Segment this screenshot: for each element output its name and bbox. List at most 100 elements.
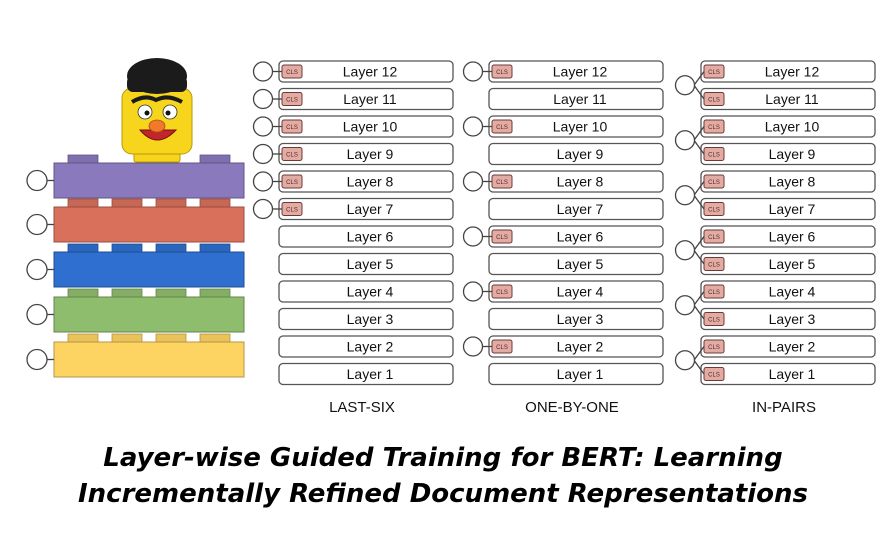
- lego-stud: [111, 333, 143, 343]
- cls-token-label: CLS: [708, 263, 720, 269]
- layer-label: Layer 11: [343, 91, 397, 107]
- layer-label: Layer 1: [557, 366, 604, 382]
- lego-brick-stack: [26, 154, 245, 378]
- layer-label: Layer 2: [769, 339, 816, 355]
- output-circle: [674, 185, 696, 206]
- cls-token-label: CLS: [708, 373, 720, 379]
- layer-label: Layer 10: [553, 119, 608, 135]
- output-circle: [462, 226, 484, 247]
- layer-box: [700, 252, 876, 276]
- layer-box: [700, 307, 876, 331]
- brick-output-circle: [26, 169, 48, 192]
- lego-brick-body: [53, 296, 245, 333]
- layer-label: Layer 7: [347, 201, 394, 217]
- pair-connector: [674, 181, 705, 210]
- layer-box: [700, 115, 876, 138]
- output-circle: [462, 61, 484, 82]
- layer-box-group: Layer 6: [278, 225, 454, 248]
- layer-box: [700, 280, 876, 303]
- layer-label: Layer 9: [347, 146, 394, 162]
- cls-token-label: CLS: [708, 290, 720, 296]
- lego-pupil-right: [165, 110, 171, 116]
- lego-stud: [67, 243, 99, 253]
- layer-box-group: Layer 7: [488, 197, 664, 221]
- output-circle: [252, 116, 274, 137]
- layer-label: Layer 11: [765, 91, 819, 107]
- output-circle: [252, 143, 274, 165]
- cls-token-label: CLS: [496, 345, 508, 351]
- output-circle: [462, 336, 484, 357]
- lego-brick-body: [53, 206, 245, 243]
- pair-line: [693, 71, 705, 86]
- cls-token-label: CLS: [286, 208, 298, 214]
- layer-box-group: Layer 2: [278, 335, 454, 358]
- lego-brick: [26, 243, 245, 288]
- lego-stud: [199, 198, 231, 208]
- layer-box: [278, 252, 454, 276]
- cls-token-label: CLS: [708, 125, 720, 131]
- layer-box-group: Layer 11: [488, 87, 664, 111]
- pair-line: [693, 291, 705, 306]
- layer-label: Layer 6: [557, 229, 604, 245]
- layer-box: [700, 225, 876, 248]
- cls-token-label: CLS: [496, 235, 508, 241]
- layer-label: Layer 12: [765, 64, 820, 80]
- layer-label: Layer 5: [769, 256, 816, 272]
- cls-token-label: CLS: [708, 208, 720, 214]
- layer-box: [700, 60, 876, 83]
- output-circle: [252, 198, 274, 220]
- pair-line: [693, 359, 705, 375]
- pair-line: [693, 84, 705, 100]
- brick-output-circle: [26, 213, 48, 236]
- layer-label: Layer 7: [557, 201, 604, 217]
- lego-stud: [67, 333, 99, 343]
- lego-stud: [155, 243, 187, 253]
- brick-output-circle: [26, 258, 48, 281]
- lego-brick-body: [53, 251, 245, 288]
- lego-stud: [111, 288, 143, 298]
- layer-box: [278, 307, 454, 331]
- layer-box-group: Layer 11 CLS: [700, 87, 876, 111]
- cls-token-label: CLS: [496, 70, 508, 76]
- layer-label: Layer 4: [347, 284, 394, 300]
- layer-label: Layer 3: [557, 311, 604, 327]
- pair-connector: [674, 346, 705, 375]
- pair-line: [693, 304, 705, 320]
- layer-box: [700, 362, 876, 386]
- pair-line: [693, 139, 705, 155]
- pair-line: [693, 126, 705, 141]
- output-circle: [462, 281, 484, 302]
- cls-token-label: CLS: [286, 125, 298, 131]
- lego-stud: [199, 288, 231, 298]
- layer-box-group: Layer 5: [278, 252, 454, 276]
- cls-token-label: CLS: [286, 180, 298, 186]
- layer-box: [488, 307, 664, 331]
- output-circle: [674, 295, 696, 316]
- lego-eyebrow: [130, 95, 183, 104]
- layer-box-group: Layer 1: [488, 362, 664, 386]
- layer-box: [700, 197, 876, 221]
- lego-brick: [26, 333, 245, 378]
- title-line-1: Layer-wise Guided Training for BERT: Lea…: [103, 443, 783, 473]
- layer-box: [488, 362, 664, 386]
- lego-stud: [111, 243, 143, 253]
- layer-label: Layer 12: [343, 64, 398, 80]
- output-circle: [462, 116, 484, 137]
- cls-token-label: CLS: [708, 98, 720, 104]
- layer-label: Layer 4: [557, 284, 604, 300]
- paper-title: Layer-wise Guided Training for BERT: Lea…: [40, 440, 846, 512]
- layer-box: [488, 252, 664, 276]
- column-label: ONE-BY-ONE: [525, 399, 619, 416]
- layer-label: Layer 3: [769, 311, 816, 327]
